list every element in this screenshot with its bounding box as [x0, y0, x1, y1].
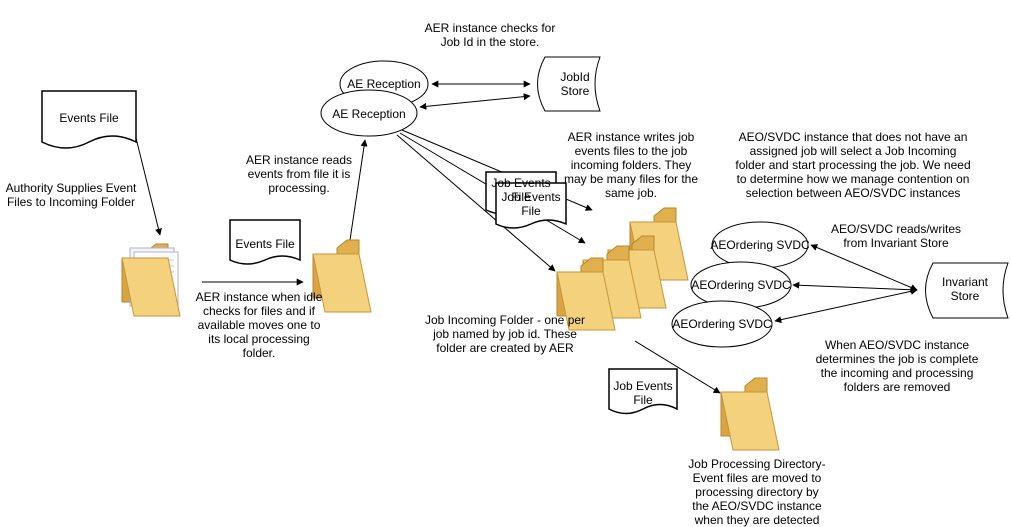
- events-file-document-1: [41, 90, 137, 149]
- aeordering-ellipse-3: [671, 300, 773, 348]
- jobid-store-label: JobId Store: [560, 70, 590, 98]
- aeo-reads-writes-annotation: AEO/SVDC reads/writes from Invariant Sto…: [830, 222, 962, 250]
- events-file-label-2: Events File: [235, 237, 295, 251]
- arrow-incoming-to-processing: [634, 340, 721, 394]
- invariant-store-shape: [925, 262, 1009, 319]
- arrow-reception-front-store: [419, 93, 531, 110]
- aeordering-label-3: AEOrdering SVDC: [672, 317, 772, 331]
- aeo-select-annotation: AEO/SVDC instance that does not have an …: [735, 130, 971, 200]
- arrow-events-to-incoming: [135, 137, 162, 236]
- aeordering-label-2: AEOrdering SVDC: [691, 278, 791, 292]
- ae-reception-ellipse-front: [320, 89, 418, 137]
- arrow-reception-to-file-3: [396, 134, 556, 272]
- authority-supplies-annotation: Authority Supplies Event Files to Incomi…: [5, 181, 137, 209]
- events-file-document-2: [229, 219, 301, 265]
- invariant-store-label: Invariant Store: [941, 275, 989, 303]
- aer-reads-annotation: AER instance reads events from file it i…: [245, 153, 353, 195]
- job-processing-dir-annotation: Job Processing Directory- Event files ar…: [688, 457, 826, 527]
- arrow-aeo1-invariant: [810, 244, 918, 291]
- job-events-file-label-bottom: Job Events File: [613, 379, 673, 407]
- job-events-file-document-bottom: [608, 368, 678, 415]
- arrow-local-to-reception: [349, 139, 368, 241]
- job-events-file-document-front: [495, 182, 567, 229]
- arrow-aeo3-invariant: [774, 287, 918, 324]
- aer-idle-annotation: AER instance when idle checks for files …: [195, 290, 323, 360]
- aer-writes-annotation: AER instance writes job events files to …: [563, 130, 699, 200]
- job-events-file-label-back: Job Events File: [491, 176, 551, 204]
- aeordering-label-1: AEOrdering SVDC: [710, 238, 810, 252]
- events-file-label-1: Events File: [59, 111, 119, 125]
- job-processing-folder: [720, 377, 780, 451]
- aeo-complete-annotation: When AEO/SVDC instance determines the jo…: [815, 338, 979, 394]
- incoming-folder-with-files: [121, 243, 181, 317]
- jobid-store-shape: [537, 56, 601, 112]
- job-events-file-label-front: Job Events File: [501, 190, 561, 218]
- aer-checks-annotation: AER instance checks for Job Id in the st…: [424, 21, 556, 49]
- job-incoming-folder-annotation: Job Incoming Folder - one per job named …: [424, 313, 586, 355]
- arrow-aeo2-invariant: [792, 281, 918, 294]
- ae-reception-label-back: AE Reception: [347, 77, 421, 91]
- ae-reception-label-front: AE Reception: [332, 107, 406, 121]
